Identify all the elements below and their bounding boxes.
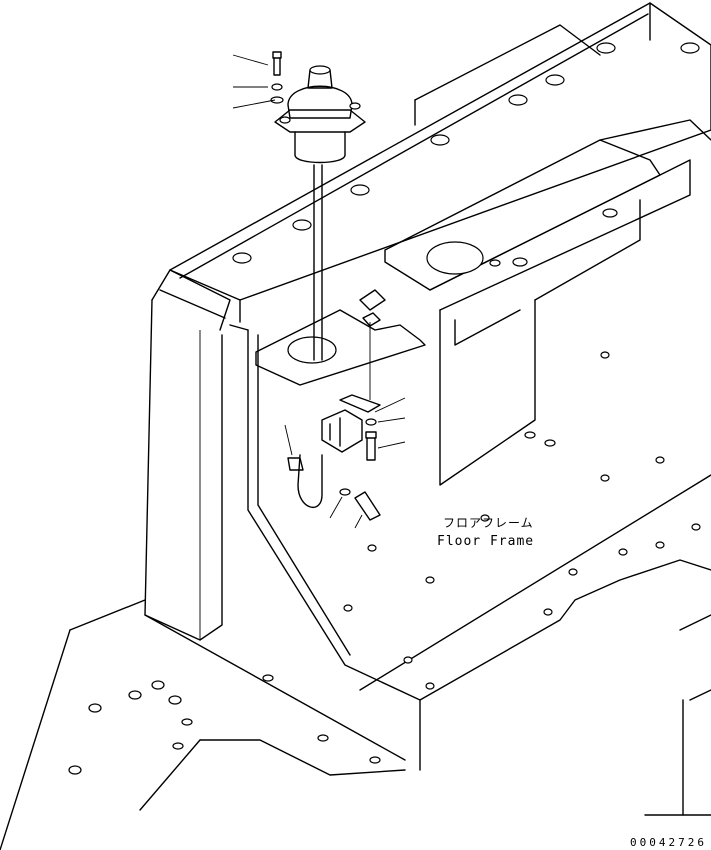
part-name-english: Floor Frame bbox=[437, 534, 535, 549]
catalog-number: 00042726 bbox=[630, 836, 707, 849]
top-bolt bbox=[232, 51, 284, 109]
inner-plate bbox=[229, 324, 421, 771]
cable-clamp-plate bbox=[255, 289, 426, 386]
upper-frame-panel bbox=[169, 2, 711, 323]
fasteners bbox=[329, 312, 406, 529]
floor-plate bbox=[0, 474, 711, 850]
panel-holes bbox=[232, 42, 700, 447]
part-name-japanese: フロアフレーム bbox=[443, 516, 534, 530]
connector bbox=[284, 409, 363, 508]
left-pillar bbox=[144, 269, 231, 641]
mounting-bracket bbox=[384, 119, 711, 486]
switch-assembly bbox=[274, 65, 366, 361]
floor-holes bbox=[68, 351, 701, 775]
